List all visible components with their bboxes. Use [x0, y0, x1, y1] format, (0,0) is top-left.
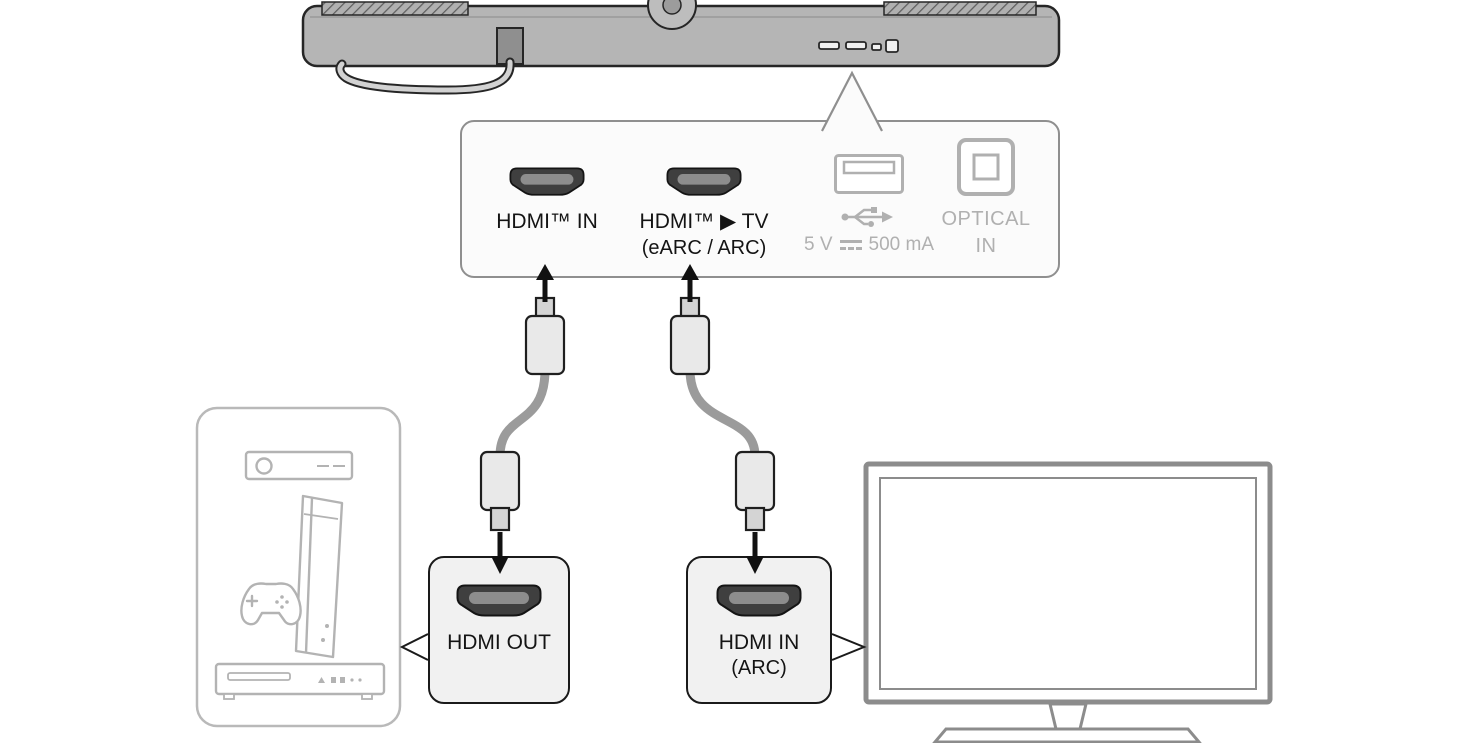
hdmi-plug-up-right-icon	[669, 296, 711, 376]
dc-symbol-icon	[839, 240, 862, 250]
dvd-player-icon	[214, 662, 386, 700]
hdmi-tv-port-sublabel: (eARC / ARC)	[641, 237, 767, 259]
usb-port-group: 5 V 500 mA	[804, 150, 934, 256]
speaker-grille-right-icon	[883, 1, 1037, 16]
optical-label-line1: OPTICAL	[941, 208, 1031, 230]
power-cord-icon	[335, 27, 524, 95]
tv-stand-neck	[1048, 702, 1088, 731]
tv-screen	[879, 477, 1257, 690]
usb-spec-prefix: 5 V	[804, 234, 833, 255]
hdmi-out-label: HDMI OUT	[447, 631, 551, 654]
soundbar-illustration	[301, 0, 1061, 95]
game-console-icon	[294, 494, 344, 659]
tv-illustration	[863, 461, 1273, 743]
hdmi-plug-up-left-icon	[524, 296, 566, 376]
hdmi-out-box: HDMI OUT	[428, 556, 570, 704]
hdmi-in-arc-label: HDMI IN	[718, 631, 800, 654]
hdmi-in-arc-box: HDMI IN (ARC)	[686, 556, 832, 704]
optical-port-group: OPTICAL IN	[920, 134, 1052, 260]
hdmi-out-connector-icon	[456, 584, 542, 617]
source-devices-panel	[195, 406, 402, 728]
soundbar-rear-ports-icon	[818, 39, 899, 53]
ports-callout-panel: HDMI™ IN HDMI™ ▶ TV (eARC / ARC)	[460, 120, 1060, 278]
hdmi-plug-down-left-icon	[479, 450, 521, 532]
hdmi-cable-left	[479, 296, 566, 532]
soundbar-foot-icon	[647, 0, 697, 30]
hdmi-in-port-group: HDMI™ IN	[470, 162, 624, 234]
hdmi-in-port-label: HDMI™ IN	[496, 210, 598, 233]
usb-symbol-icon	[841, 207, 893, 227]
set-top-box-icon	[244, 450, 354, 481]
usb-spec-suffix: 500 mA	[868, 234, 934, 255]
gamepad-icon	[240, 582, 302, 626]
usb-port-icon	[834, 154, 904, 194]
usb-power-spec: 5 V 500 mA	[804, 234, 934, 256]
hdmi-tv-port-label: HDMI™ ▶ TV	[639, 210, 769, 233]
hdmi-tv-port-group: HDMI™ ▶ TV (eARC / ARC)	[624, 162, 784, 260]
optical-port-label: OPTICAL IN	[920, 206, 1052, 260]
hdmi-in-arc-sublabel: (ARC)	[731, 657, 787, 679]
hdmi-plug-down-right-icon	[734, 450, 776, 532]
tv-stand-base	[932, 727, 1202, 743]
hdmi-tv-port-icon	[666, 167, 742, 196]
hdmi-in-arc-connector-icon	[716, 584, 802, 617]
speaker-grille-left-icon	[321, 1, 469, 16]
optical-port-icon	[957, 138, 1015, 196]
hdmi-cable-right	[669, 296, 776, 532]
optical-label-line2: IN	[975, 235, 997, 257]
hdmi-in-port-icon	[509, 167, 585, 196]
